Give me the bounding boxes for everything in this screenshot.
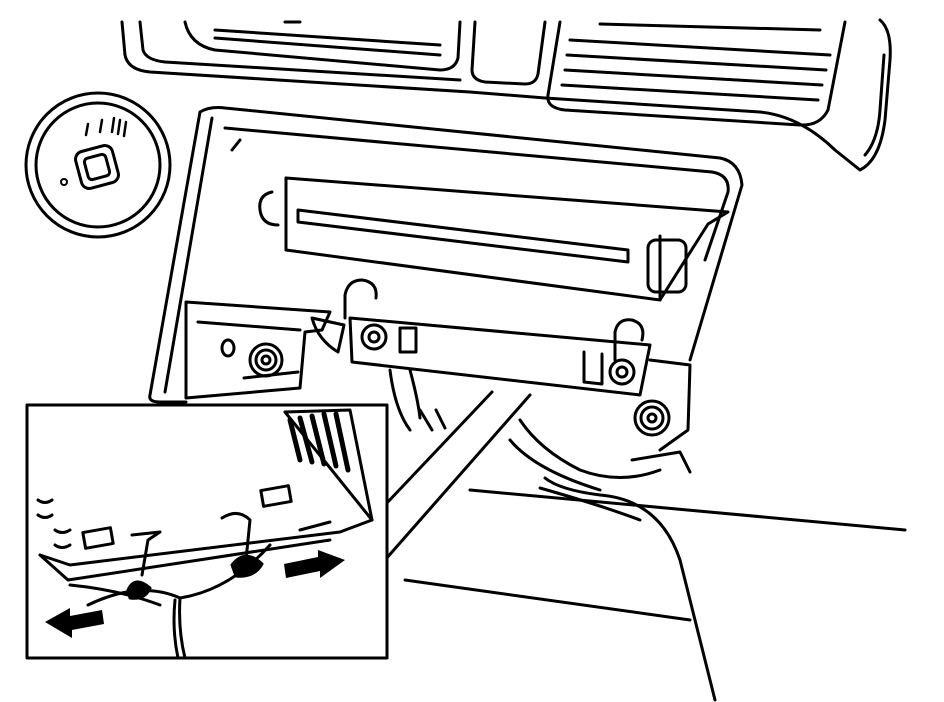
wiring-harness [388, 368, 662, 492]
air-vent-left [183, 20, 462, 72]
release-hook-right [613, 318, 645, 362]
release-arrow-left [45, 608, 104, 638]
release-hook-left [343, 278, 378, 320]
callout-leader [383, 390, 532, 562]
headlamp-switch [24, 91, 172, 239]
air-vent-center [470, 20, 547, 86]
detail-inset [25, 403, 389, 660]
mounting-bracket-left [184, 300, 346, 400]
screw-right [633, 399, 671, 437]
air-vent-right [546, 20, 847, 127]
dashboard-upper-trim [120, 18, 892, 172]
mounting-bracket-right [630, 358, 692, 474]
mounting-bracket-front [348, 316, 652, 397]
lower-console [403, 476, 907, 702]
release-arrow-right [284, 550, 345, 578]
radio-opening [148, 106, 744, 404]
radio-unit [258, 176, 730, 302]
